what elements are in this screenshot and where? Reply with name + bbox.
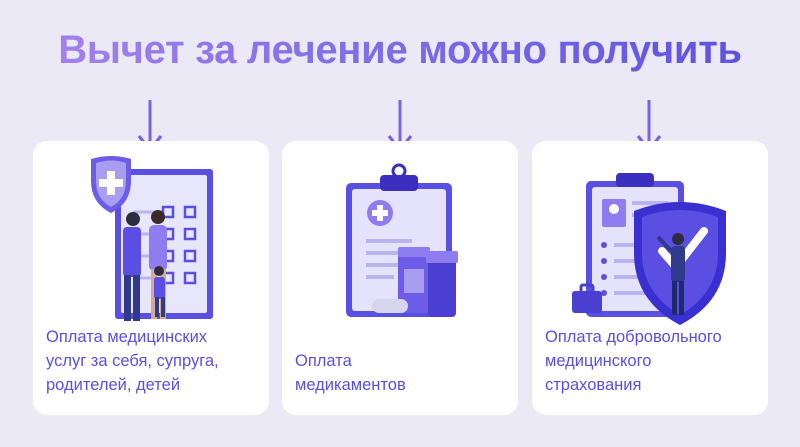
family-document-shield-icon bbox=[91, 156, 213, 321]
card-caption: Оплата медикаментов bbox=[295, 352, 406, 394]
card-voluntary-insurance: Оплата добровольного медицинского страхо… bbox=[532, 141, 768, 415]
card-caption: Оплата добровольного медицинского страхо… bbox=[545, 328, 722, 394]
card-caption: Оплата медицинских услуг за себя, супруг… bbox=[46, 328, 219, 394]
page-title: Вычет за лечение можно получить bbox=[0, 28, 800, 73]
card-medical-services: Оплата медицинских услуг за себя, супруг… bbox=[33, 141, 269, 415]
card-medicines: Оплата медикаментов bbox=[282, 141, 518, 415]
clipboard-shield-insurance-icon bbox=[572, 173, 726, 325]
clipboard-medicine-bottles-icon bbox=[346, 163, 458, 317]
